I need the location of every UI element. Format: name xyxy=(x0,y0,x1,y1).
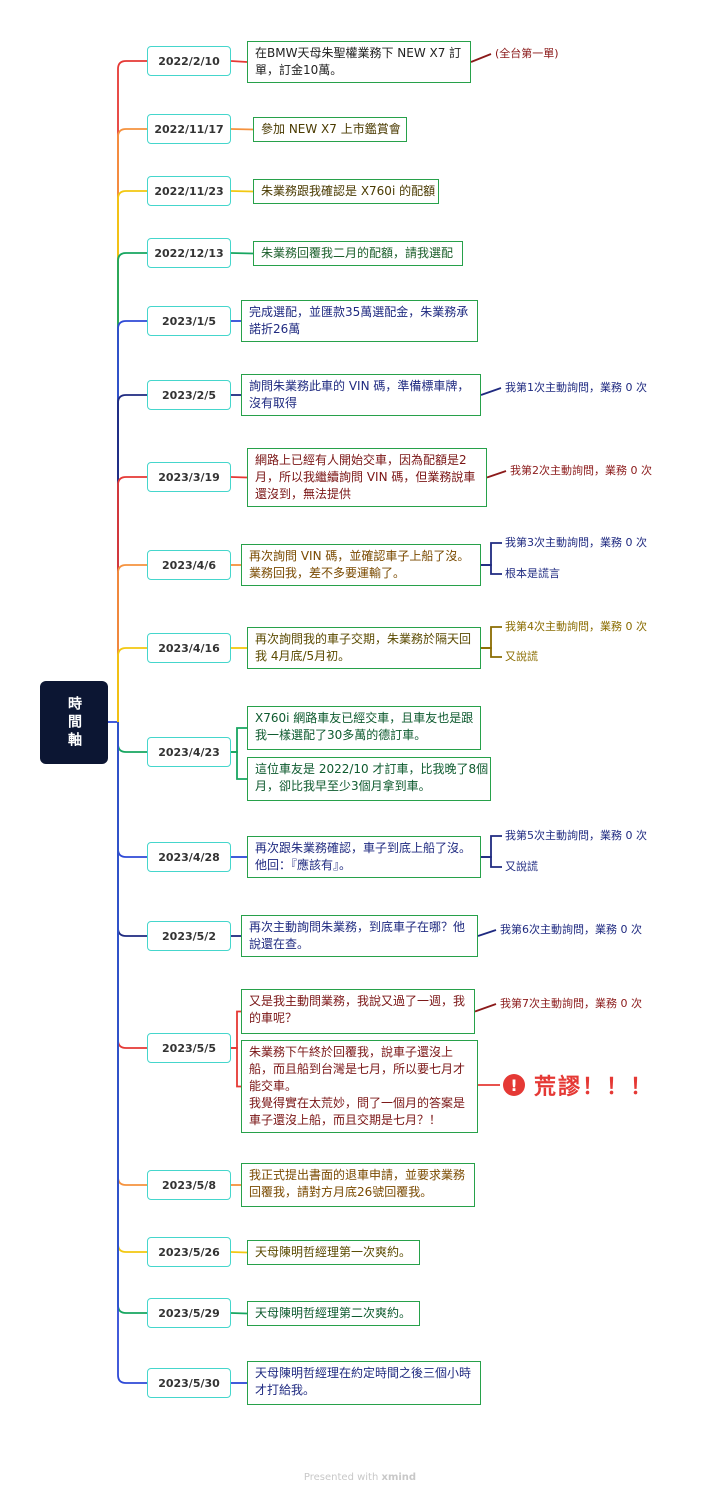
note-label: (全台第一單) xyxy=(495,47,559,60)
note-connector xyxy=(481,564,502,575)
note-connector xyxy=(477,929,497,937)
event-connector xyxy=(230,190,254,193)
event-connector xyxy=(231,727,247,753)
exclamation-icon: ! xyxy=(503,1074,525,1096)
absurd-callout: ! 荒謬！！！ xyxy=(503,1069,654,1101)
footer-brand: xmind xyxy=(381,1472,417,1483)
event-connector xyxy=(231,1047,241,1088)
event-box[interactable]: 再次詢問我的車子交期，朱業務於隔天回我 4月底/5月初。 xyxy=(247,627,481,669)
event-connector xyxy=(230,1251,248,1254)
event-box[interactable]: 天母陳明哲經理第二次爽約。 xyxy=(247,1301,420,1326)
event-box[interactable]: 天母陳明哲經理第一次爽約。 xyxy=(247,1240,420,1265)
date-node[interactable]: 2023/3/19 xyxy=(147,462,231,492)
note-connector xyxy=(480,387,502,396)
date-node[interactable]: 2022/2/10 xyxy=(147,46,231,76)
branch-line xyxy=(117,394,147,722)
branch-line xyxy=(117,190,147,722)
event-box[interactable]: 再次跟朱業務確認，車子到底上船了沒。他回：『應該有』。 xyxy=(247,836,481,878)
root-label: 時間軸 xyxy=(66,695,82,750)
footer: Presented with xmind xyxy=(0,1472,720,1483)
note-connector xyxy=(481,626,502,649)
note-label: 我第7次主動詢問，業務 0 次 xyxy=(500,997,642,1010)
event-box[interactable]: 我正式提出書面的退車申請，並要求業務回覆我，請對方月底26號回覆我。 xyxy=(241,1163,475,1207)
date-node[interactable]: 2023/4/6 xyxy=(147,550,231,580)
note-label: 我第1次主動詢問，業務 0 次 xyxy=(505,381,647,394)
branch-line xyxy=(117,722,147,753)
branch-line xyxy=(117,128,147,722)
note-label: 我第6次主動詢問，業務 0 次 xyxy=(500,923,642,936)
event-box[interactable]: X760i 網路車友已經交車，且車友也是跟我一樣選配了30多萬的德訂車。 xyxy=(247,706,481,750)
date-node[interactable]: 2023/5/26 xyxy=(147,1237,231,1267)
note-label: 又說謊 xyxy=(505,650,538,663)
note-connector xyxy=(481,542,502,566)
date-node[interactable]: 2023/5/29 xyxy=(147,1298,231,1328)
date-node[interactable]: 2022/12/13 xyxy=(147,238,231,268)
branch-line xyxy=(117,722,147,937)
date-node[interactable]: 2023/5/5 xyxy=(147,1033,231,1063)
event-connector xyxy=(230,60,248,63)
date-node[interactable]: 2022/11/23 xyxy=(147,176,231,206)
event-box[interactable]: 完成選配，並匯款35萬選配金，朱業務承諾折26萬 xyxy=(241,300,478,342)
event-connector xyxy=(231,751,247,780)
event-box[interactable]: 又是我主動問業務，我說又過了一週，我的車呢？ xyxy=(241,989,475,1034)
date-node[interactable]: 2023/4/23 xyxy=(147,737,231,767)
note-label: 我第4次主動詢問，業務 0 次 xyxy=(505,620,647,633)
note-connector xyxy=(474,1003,497,1013)
branch-line xyxy=(117,722,147,858)
event-box[interactable]: 再次主動詢問朱業務，到底車子在哪？他說還在查。 xyxy=(241,915,478,957)
branch-line xyxy=(117,722,147,1384)
branch-line xyxy=(117,722,147,1186)
note-connector xyxy=(470,53,492,63)
callout-text: 荒謬！！！ xyxy=(534,1075,655,1100)
branch-line xyxy=(117,476,147,722)
footer-prefix: Presented with xyxy=(303,1472,382,1483)
branch-line xyxy=(117,320,147,722)
note-label: 我第3次主動詢問，業務 0 次 xyxy=(505,536,647,549)
branch-line xyxy=(117,722,147,1314)
date-node[interactable]: 2023/2/5 xyxy=(147,380,231,410)
event-box[interactable]: 朱業務跟我確認是 X760i 的配額 xyxy=(253,179,439,204)
root-node[interactable]: 時間軸 xyxy=(40,681,108,764)
branch-line xyxy=(117,252,147,722)
branch-line xyxy=(117,647,147,722)
date-node[interactable]: 2023/4/16 xyxy=(147,633,231,663)
branch-line xyxy=(117,722,147,1253)
date-node[interactable]: 2023/5/2 xyxy=(147,921,231,951)
note-label: 根本是謊言 xyxy=(505,567,560,580)
event-box[interactable]: 這位車友是 2022/10 才訂車，比我晚了8個月，卻比我早至少3個月拿到車。 xyxy=(247,757,491,801)
event-box[interactable]: 在BMW天母朱聖權業務下 NEW X7 訂單，訂金10萬。 xyxy=(247,41,471,83)
note-connector xyxy=(481,835,502,858)
date-node[interactable]: 2023/4/28 xyxy=(147,842,231,872)
event-connector xyxy=(230,476,248,479)
event-box[interactable]: 再次詢問 VIN 碼，並確認車子上船了沒。業務回我，差不多要運輸了。 xyxy=(241,544,481,586)
note-label: 又說謊 xyxy=(505,860,538,873)
note-label: 我第5次主動詢問，業務 0 次 xyxy=(505,829,647,842)
event-connector xyxy=(231,1010,241,1049)
event-box[interactable]: 詢問朱業務此車的 VIN 碼，準備標車牌，沒有取得 xyxy=(241,374,481,416)
branch-line xyxy=(117,60,147,722)
date-node[interactable]: 2022/11/17 xyxy=(147,114,231,144)
date-node[interactable]: 2023/5/8 xyxy=(147,1170,231,1200)
event-box[interactable]: 朱業務下午終於回覆我，說車子還沒上船，而且船到台灣是七月，所以要七月才能交車。我… xyxy=(241,1040,478,1133)
event-connector xyxy=(230,1312,248,1315)
date-node[interactable]: 2023/5/30 xyxy=(147,1368,231,1398)
note-connector xyxy=(481,647,502,658)
event-box[interactable]: 參加 NEW X7 上市鑑賞會 xyxy=(253,117,407,142)
note-connector xyxy=(481,856,502,868)
branch-line xyxy=(117,722,147,1049)
event-connector xyxy=(230,128,254,131)
note-label: 我第2次主動詢問，業務 0 次 xyxy=(510,464,652,477)
branch-line xyxy=(117,564,147,722)
date-node[interactable]: 2023/1/5 xyxy=(147,306,231,336)
note-connector xyxy=(486,470,507,479)
event-connector xyxy=(230,252,254,255)
event-box[interactable]: 天母陳明哲經理在約定時間之後三個小時才打給我。 xyxy=(247,1361,481,1405)
event-box[interactable]: 朱業務回覆我二月的配額，請我選配 xyxy=(253,241,463,266)
